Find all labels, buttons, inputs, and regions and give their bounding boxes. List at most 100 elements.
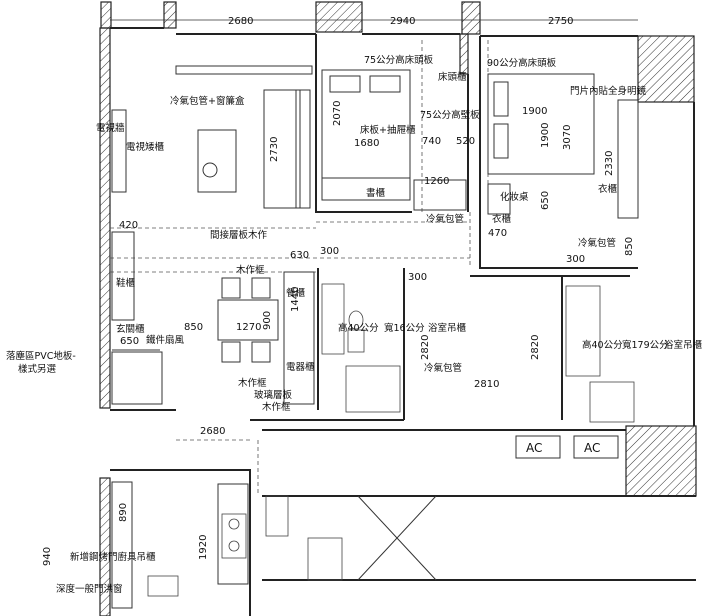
dim-2820a: 2820	[420, 335, 431, 360]
column-mid-right	[459, 33, 469, 75]
dining-chair-4	[251, 341, 271, 363]
label-bath-hang-1: 浴室吊櫃	[428, 322, 467, 334]
label-kitchen-cabinet: 新增鋼烤門廚具吊櫃	[70, 551, 156, 563]
dim-890: 890	[118, 503, 129, 522]
label-h40-1: 高40公分	[338, 322, 379, 334]
shoe-cabinet	[111, 231, 135, 321]
outer-wall-kitchen	[110, 469, 251, 616]
bed-2	[487, 73, 595, 175]
dim-300a: 300	[320, 246, 339, 257]
label-headboard-90: 90公分高床頭板	[487, 57, 557, 69]
label-headboard-75: 75公分高床頭板	[364, 54, 434, 66]
label-wood-frame-1: 木作框	[236, 264, 265, 276]
label-pvc-style: 樣式另選	[18, 363, 57, 375]
toilet-1-bowl	[348, 310, 364, 330]
kitchen-counter	[217, 483, 249, 585]
balcony-diag-2	[357, 495, 437, 581]
column-left	[99, 27, 111, 409]
label-bath-hang-2: 浴室吊櫃	[664, 339, 703, 351]
label-ac-duct-1: 冷氣包管	[426, 213, 464, 225]
column-top-right-a	[461, 1, 481, 35]
column-top-left-2	[163, 1, 177, 29]
label-wardrobe-2: 衣櫃	[598, 183, 618, 195]
column-top-mid	[315, 1, 363, 33]
fridge	[307, 537, 343, 581]
desk	[413, 179, 467, 211]
label-bed-drawer: 床板+抽屜櫃	[360, 124, 416, 136]
window-curtain	[175, 65, 313, 75]
label-glass-shelf: 玻璃層板	[254, 389, 293, 401]
wardrobe-2	[617, 99, 639, 219]
label-shoe-cabinet: 鞋櫃	[116, 277, 136, 289]
label-wood-frame-3: 木作框	[262, 401, 291, 413]
label-window: 深度一般門洪窗	[56, 583, 123, 595]
burner-2	[228, 540, 240, 552]
dim-1440: 1440	[290, 287, 301, 312]
dim-650b: 650	[120, 336, 139, 347]
bath-2-tub	[589, 381, 635, 423]
bath-1-vanity	[321, 283, 345, 355]
kitchen-cabinet-left	[111, 481, 133, 609]
dim-900: 900	[262, 311, 273, 330]
label-pvc-floor: 落塵區PVC地板-	[6, 350, 76, 362]
label-bedside: 床頭櫃	[438, 71, 467, 83]
label-tv-wall: 電視牆	[96, 122, 125, 134]
label-ac-duct-3: 冷氣包管	[424, 362, 462, 374]
ac-label-2: AC	[584, 441, 600, 455]
dim-850b: 850	[184, 322, 203, 333]
dining-chair-3	[221, 341, 241, 363]
label-appliance-cabinet: 電器櫃	[286, 361, 315, 373]
ac-unit-1	[515, 435, 561, 459]
dining-table	[217, 299, 279, 341]
label-entry-cabinet: 玄關櫃	[116, 323, 145, 335]
sink	[265, 495, 289, 537]
sideboard	[283, 271, 315, 405]
label-ac-duct-2: 冷氣包管	[578, 237, 616, 249]
plant	[202, 162, 218, 178]
column-top-left	[100, 1, 112, 29]
dim-1260: 1260	[424, 176, 449, 187]
label-wood-frame-2: 木作框	[238, 377, 267, 389]
dim-470: 470	[488, 228, 507, 239]
stove	[221, 513, 247, 559]
coffee-table	[197, 129, 237, 193]
label-indirect-shelf: 間接層板木作	[210, 229, 268, 241]
entry-floor	[111, 351, 163, 405]
label-vanity: 化妝桌	[500, 191, 529, 203]
dim-650: 650	[540, 191, 551, 210]
dim-850a: 850	[624, 237, 635, 256]
bed-2-pillow-2	[493, 123, 509, 159]
tv-cabinet	[111, 109, 127, 193]
ac-unit-2	[573, 435, 619, 459]
label-w179: 寬179公分	[622, 339, 669, 351]
dim-2330: 2330	[604, 151, 615, 176]
label-wardrobe-3: 衣櫃	[492, 213, 512, 225]
dim-1900a: 1900	[522, 106, 547, 117]
bed-2-pillow	[493, 81, 509, 117]
label-iron-fan: 鐵件扇風	[146, 334, 185, 346]
wall-bedroom1	[315, 34, 412, 213]
dim-2810: 2810	[474, 379, 499, 390]
bed-1-pillow-2	[369, 75, 401, 93]
label-curtain: 冷氣包管+窗簾盒	[170, 95, 245, 107]
vanity	[487, 183, 511, 215]
dim-1920: 1920	[198, 535, 209, 560]
column-right-bottom	[625, 425, 697, 497]
wall-bedroom2	[479, 36, 638, 269]
ac-label-1: AC	[526, 441, 542, 455]
dim-1900b: 1900	[540, 123, 551, 148]
dim-300c: 300	[566, 254, 585, 265]
dim-420: 420	[119, 220, 138, 231]
column-left-low	[99, 477, 111, 616]
kitchen-sink-2	[147, 575, 179, 597]
dim-bed1-h: 2070	[332, 101, 343, 126]
label-h40-2: 高40公分	[582, 339, 623, 351]
dim-top-1: 2680	[228, 16, 253, 27]
label-mirror: 門片內貼全身明鏡	[570, 85, 647, 97]
burner-1	[228, 518, 240, 530]
bath-2-vanity	[565, 285, 601, 377]
dim-940: 940	[42, 547, 53, 566]
label-wall-panel: 75公分高壁板	[420, 109, 480, 121]
dim-740: 740	[422, 136, 441, 147]
